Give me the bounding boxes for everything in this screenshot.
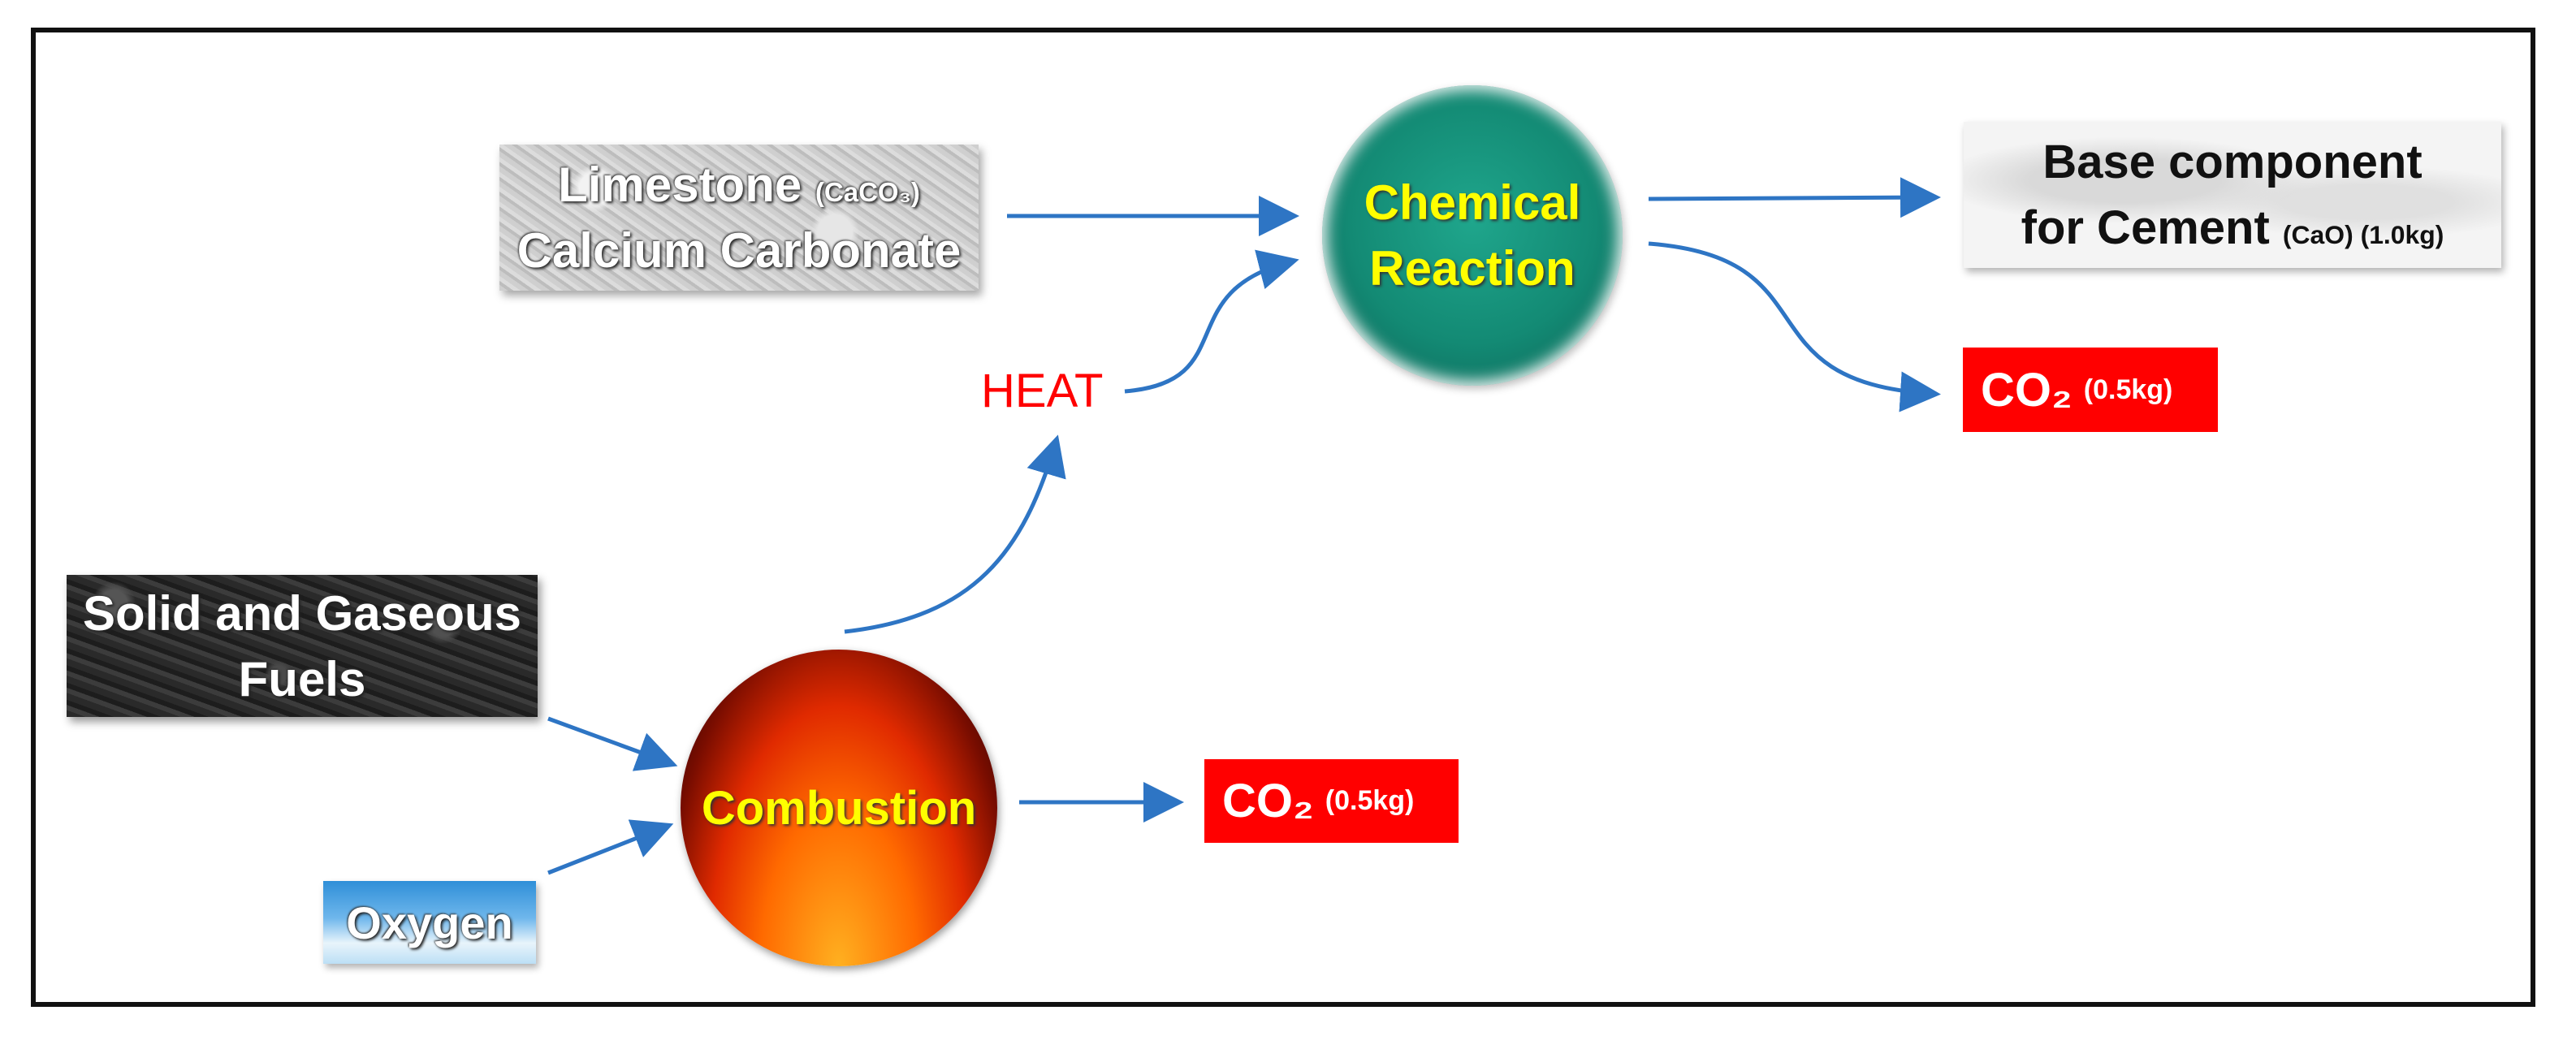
co2-combustion-formula: CO₂ <box>1222 775 1314 827</box>
arrow-oxygen-to-combustion <box>547 819 674 875</box>
limestone-label: Limestone <box>558 158 802 212</box>
arrow-heat-to-reaction <box>1124 249 1299 394</box>
limestone-box: Limestone (CaCO₃) Calcium Carbonate <box>499 145 979 291</box>
oxygen-label: Oxygen <box>346 896 513 948</box>
limestone-formula: (CaCO₃) <box>815 177 920 207</box>
oxygen-box: Oxygen <box>323 881 536 964</box>
chemical-label: Chemical <box>1364 175 1581 230</box>
combustion-circle: Combustion <box>681 650 997 966</box>
fuels-line1: Solid and Gaseous <box>82 585 522 641</box>
arrow-fuels-to-combustion <box>547 716 678 771</box>
cao-amount: (CaO) (1.0kg) <box>2282 220 2444 249</box>
arrow-reaction-to-base <box>1648 177 1941 218</box>
chemical-reaction-circle: Chemical Reaction <box>1322 85 1623 386</box>
arrow-reaction-to-co2 <box>1648 241 1941 412</box>
calcium-carbonate-label: Calcium Carbonate <box>516 223 962 278</box>
base-component-box: Base component for Cement (CaO) (1.0kg) <box>1964 122 2501 268</box>
fuels-line2: Fuels <box>238 651 366 706</box>
arrow-combustion-to-heat <box>844 434 1066 634</box>
base-component-label: Base component <box>2042 135 2423 188</box>
combustion-label: Combustion <box>701 781 977 835</box>
co2-reaction-amount: (0.5kg) <box>2083 374 2173 405</box>
co2-combustion-box: CO₂ (0.5kg) <box>1204 759 1459 843</box>
co2-reaction-formula: CO₂ <box>1981 363 2072 417</box>
co2-combustion-amount: (0.5kg) <box>1325 785 1415 816</box>
for-cement-label: for Cement <box>2021 201 2270 254</box>
co2-reaction-box: CO₂ (0.5kg) <box>1963 348 2218 432</box>
fuels-box: Solid and Gaseous Fuels <box>67 575 538 717</box>
heat-label: HEAT <box>981 365 1104 417</box>
reaction-label: Reaction <box>1369 241 1575 296</box>
